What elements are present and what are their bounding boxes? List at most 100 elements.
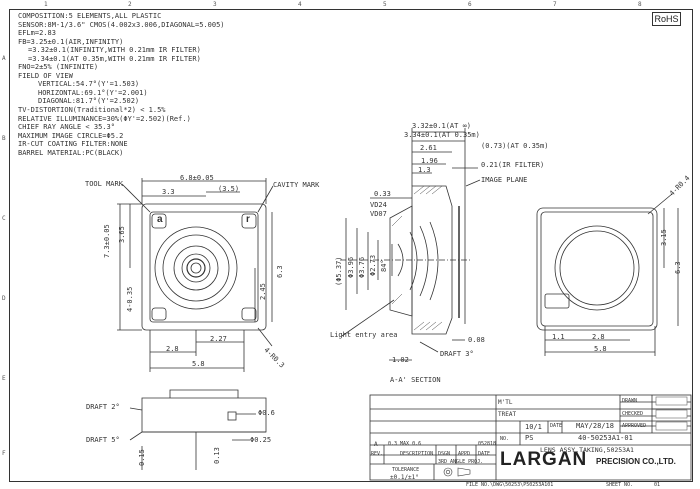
dim-label: 6.3 — [674, 261, 682, 274]
dim-label: Φ3.96 — [347, 256, 355, 278]
spec-line: RELATIVE ILLUMINANCE=30%(ΦY'=2.502)(Ref.… — [18, 114, 191, 123]
zone-number: 7 — [553, 1, 557, 8]
dim-label: 3.32±0.1(AT ∞) — [412, 122, 472, 130]
front-lens-outer — [173, 245, 219, 291]
spec-line: FIELD OF VIEW — [18, 71, 73, 80]
zone-number: 1 — [44, 1, 48, 8]
front-aperture-inner — [190, 262, 202, 274]
appd-label: APPD — [458, 451, 471, 457]
section-hatch — [391, 185, 443, 331]
title-block-grid — [369, 394, 692, 481]
spec-line: COMPOSITION:5 ELEMENTS,ALL PLASTIC — [18, 12, 162, 20]
dim-label: 2.61 — [420, 144, 437, 152]
spec-line: =3.32±0.1(INFINITY,WITH 0.21mm IR FILTER… — [28, 46, 201, 55]
side-body-outline — [141, 397, 267, 433]
front-corner-slot — [151, 307, 167, 321]
zone-letter: B — [2, 135, 6, 142]
zone-number: 2 — [128, 1, 132, 8]
dim-label: 5.8 — [594, 345, 607, 353]
front-lens-ring — [181, 253, 211, 283]
zone-letter: A — [2, 55, 6, 62]
approval-stamps — [655, 396, 688, 431]
front-corner-slot — [151, 213, 167, 229]
dim-label: 2.27 — [210, 335, 227, 343]
spec-line: HORIZONTAL:69.1°(Y'=2.001) — [38, 88, 148, 97]
front-inner-outline — [149, 211, 259, 323]
dim-label: 2.8 — [166, 345, 179, 353]
third-angle-label: 3RD ANGLE PROJ. — [438, 459, 484, 465]
front-corner-slot — [241, 307, 257, 321]
zone-number: 8 — [638, 1, 642, 8]
title-block: M'TL TREAT 10/1 DATE MAY/28/18 NO. PS DR… — [370, 395, 691, 488]
dsgn-label: DSGN — [438, 451, 451, 457]
dim-label: 5.8 — [192, 360, 205, 368]
dim-label: 0.13 — [213, 447, 221, 464]
dim-label: (0.73)(AT 0.35m) — [481, 142, 549, 150]
company-logo: LARGAN — [500, 449, 588, 470]
vd-label: VD24 — [370, 201, 387, 209]
dim-label: 7.3±0.05 — [103, 224, 111, 258]
scale-value: 10/1 — [525, 423, 542, 431]
dim-label: 1.1 — [552, 333, 565, 341]
side-barrel-top — [169, 389, 239, 398]
dim-label: 3.3 — [162, 188, 175, 196]
cavity-mark-label: CAVITY MARK — [273, 181, 320, 189]
spec-line: CHIEF RAY ANGLE < 35.3° — [18, 123, 115, 132]
rohs-badge: RoHS — [652, 12, 681, 26]
section-title: A-A' SECTION — [390, 376, 441, 384]
draft-label: DRAFT 5° — [86, 436, 120, 444]
draft-label: DRAFT 2° — [86, 403, 120, 411]
dim-label: 3.15 — [660, 229, 668, 246]
spec-line: FB=3.25±0.1(AIR,INFINITY) — [18, 37, 124, 46]
dim-label: 1.3 — [418, 166, 431, 174]
dim-label: 1.96 — [421, 157, 438, 165]
section-lens-holder — [389, 205, 413, 317]
dim-label: (Φ5.37) — [335, 256, 343, 286]
tool-mark-label: TOOL MARK — [85, 180, 123, 188]
zone-number: 6 — [468, 1, 472, 8]
rear-opening — [554, 225, 640, 311]
dim-label: 1.02 — [392, 356, 409, 364]
dim-label: 6.3 — [276, 265, 284, 278]
dim-label: 4-0.35 — [126, 286, 134, 312]
rear-inner-outline — [540, 211, 654, 327]
side-pin — [227, 411, 237, 421]
spec-line: IR-CUT COATING FILTER:NONE — [18, 140, 128, 149]
no-label: NO. — [500, 436, 510, 442]
vd-label: VD07 — [370, 210, 387, 218]
front-aperture — [186, 258, 206, 278]
revision-description: 0.3 MAX 0.6 — [388, 441, 422, 447]
zone-letter: F — [2, 450, 6, 457]
spec-line: FNO=2±5% (INFINITE) — [18, 63, 99, 72]
spec-line: BARREL MATERIAL:PC(BLACK) — [18, 148, 124, 157]
rear-body-outline — [536, 207, 658, 331]
cavity-mark-a: a — [157, 214, 163, 225]
sheet-number: 01 — [654, 482, 661, 488]
image-plane-label: IMAGE PLANE — [481, 176, 528, 184]
third-angle-symbol-icon — [443, 467, 471, 477]
date-column-label: DATE — [478, 451, 491, 457]
spec-line: EFLm=2.83 — [18, 29, 56, 38]
zone-number: 4 — [298, 1, 302, 8]
rear-opening-ring — [559, 230, 635, 306]
treat-label: TREAT — [498, 411, 517, 418]
ir-filter-label: 0.21(IR FILTER) — [481, 161, 545, 169]
zone-letter: C — [2, 215, 6, 222]
revision-letter: A — [374, 441, 378, 448]
section-lens-element — [419, 225, 429, 297]
part-description: LENS ASSY,TAKING,50253A1 — [540, 446, 634, 454]
description-label: DESCRIPTION — [400, 451, 434, 457]
dim-label: Φ0.25 — [250, 436, 272, 444]
drawing-frame — [9, 9, 693, 482]
dim-label: 2.45 — [259, 283, 267, 300]
dim-label: 0.15 — [138, 449, 146, 466]
dim-label: (3.5) — [218, 185, 240, 193]
zone-number: 5 — [383, 1, 387, 8]
spec-line: SENSOR:8M-1/3.6" CMOS(4.002x3.006,DIAGON… — [18, 20, 225, 29]
no-value: PS — [525, 434, 534, 442]
front-barrel-outer — [154, 226, 238, 310]
date-label: DATE — [550, 423, 563, 429]
front-corner-slot — [241, 213, 257, 229]
tolerance-value: ±0.1/±1° — [390, 474, 419, 481]
